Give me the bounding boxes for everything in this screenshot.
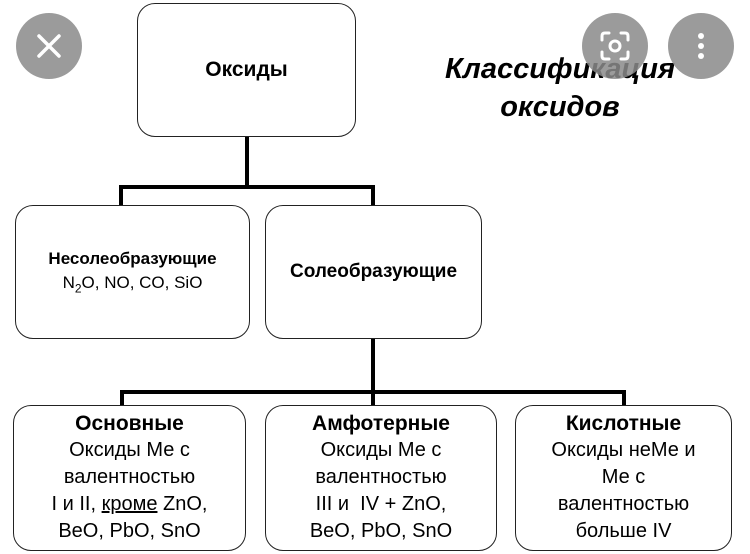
acidic-line-3: валентностью xyxy=(557,493,690,515)
basic-line-3-except: кроме xyxy=(101,493,158,515)
examples-rest: O, NO, CO, SiO xyxy=(81,272,203,292)
acidic-oxides-node: Кислотные Оксиды неМе и Ме с валентность… xyxy=(515,405,732,551)
salt-forming-node: Солеобразующие xyxy=(265,205,482,339)
visual-search-button[interactable] xyxy=(582,13,648,79)
amphoteric-line-3: III и IV + ZnO, xyxy=(315,493,447,515)
amphoteric-line-4: BeO, PbO, SnO xyxy=(309,520,453,542)
oxides-node-title: Оксиды xyxy=(205,58,288,81)
examples-n: N xyxy=(62,272,75,292)
heading-line-1: Классификация xyxy=(444,53,676,85)
salt-forming-title: Солеобразующие xyxy=(289,261,458,282)
amphoteric-title: Амфотерные xyxy=(312,412,450,435)
basic-line-4: BeO, PbO, SnO xyxy=(58,520,201,542)
more-vertical-icon xyxy=(698,33,704,59)
basic-line-3-start: I и II, xyxy=(51,493,102,515)
close-button[interactable] xyxy=(16,13,82,79)
non-salt-forming-title: Несолеобразующие xyxy=(48,248,217,268)
lens-icon xyxy=(600,31,630,61)
amphoteric-oxides-node: Амфотерные Оксиды Ме с валентностью III … xyxy=(265,405,497,551)
oxides-node: Оксиды xyxy=(137,3,356,137)
basic-line-3-end: ZnO, xyxy=(157,493,208,515)
amphoteric-line-2: валентностью xyxy=(315,466,447,488)
acidic-line-2: Ме с xyxy=(601,466,646,488)
basic-line-2: валентностью xyxy=(63,466,196,488)
diagram-heading: Классификация оксидов xyxy=(420,50,700,126)
more-options-button[interactable] xyxy=(668,13,734,79)
acidic-line-4: больше IV xyxy=(575,520,672,542)
non-salt-forming-examples: N2O, NO, CO, SiO xyxy=(63,273,203,295)
basic-line-1: Оксиды Ме с xyxy=(69,439,190,461)
basic-oxides-node: Основные Оксиды Ме с валентностью I и II… xyxy=(13,405,246,551)
non-salt-forming-node: Несолеобразующие N2O, NO, CO, SiO xyxy=(15,205,250,339)
amphoteric-line-1: Оксиды Ме с xyxy=(320,439,442,461)
acidic-line-1: Оксиды неМе и xyxy=(551,439,696,461)
basic-line-3: I и II, кроме ZnO, xyxy=(52,491,208,518)
acidic-title: Кислотные xyxy=(565,412,682,435)
examples-subscript: 2 xyxy=(74,281,82,296)
heading-line-2: оксидов xyxy=(500,91,620,123)
close-icon xyxy=(37,34,61,58)
basic-title: Основные xyxy=(75,412,184,435)
